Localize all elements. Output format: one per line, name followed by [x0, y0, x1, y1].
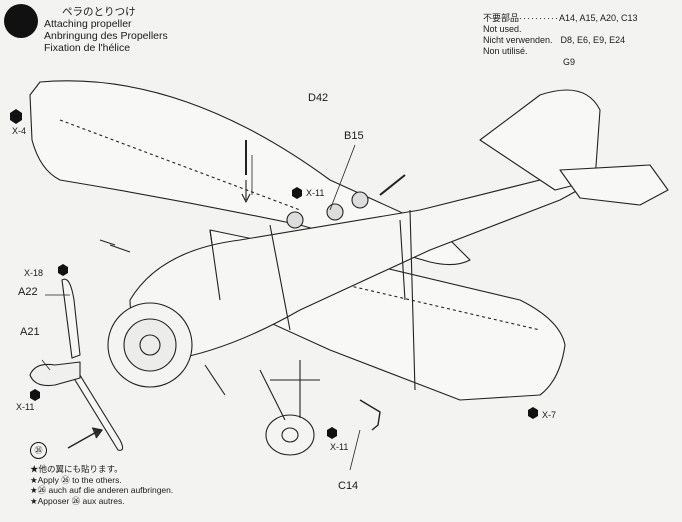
x4-marker	[10, 109, 22, 124]
x11-top-marker	[292, 187, 302, 199]
not-used-parts-2: D8, E6, E9, E24	[560, 35, 626, 45]
step-title-jp: ペラのとりつけ	[62, 6, 136, 18]
callout-x11-top: X-11	[306, 188, 325, 198]
callout-x4: X-4	[12, 126, 27, 136]
step-title-de: Anbringung des Propellers	[44, 30, 168, 42]
tail-fin	[479, 89, 601, 191]
callout-d42: D42	[308, 92, 329, 104]
note-en: ★Apply ㉖ to the others.	[30, 474, 122, 485]
upper-wing	[29, 80, 471, 266]
x11-bottom-marker	[327, 427, 337, 439]
not-used-parts: 不要部品··········A14, A15, A20, C13 Not use…	[483, 13, 638, 67]
step-title-en: Attaching propeller	[44, 18, 132, 30]
decal-notes: ★他の翼にも貼ります。 ★Apply ㉖ to the others. ★㉖ a…	[30, 464, 173, 506]
decal-arrow	[67, 427, 103, 449]
callout-x11-left: X-11	[16, 402, 35, 412]
step-title-block: ペラのとりつけ Attaching propeller Anbringung d…	[44, 6, 168, 54]
decal-number-badge: ㉖	[30, 442, 47, 459]
step-title-fr: Fixation de l'hélice	[44, 42, 131, 54]
not-used-parts-1: A14, A15, A20, C13	[559, 13, 638, 23]
callout-x18: X-18	[24, 268, 44, 278]
tail-plane	[559, 164, 669, 206]
not-used-jp: 不要部品	[483, 13, 520, 23]
x11-left-marker	[30, 389, 40, 401]
not-used-en: Not used.	[483, 24, 522, 34]
propeller-hub	[29, 361, 81, 387]
callout-a21: A21	[20, 326, 40, 338]
x18-marker	[58, 264, 68, 276]
propeller-blade-lower	[74, 371, 124, 451]
callout-x11-bottom: X-11	[330, 442, 349, 452]
not-used-parts-3: G9	[563, 57, 576, 67]
callout-c14: C14	[338, 480, 359, 492]
not-used-fr: Non utilisé.	[483, 46, 528, 56]
callout-a22: A22	[18, 286, 38, 298]
wheel	[265, 414, 315, 456]
propeller-blade-upper	[61, 278, 81, 359]
c14-part	[359, 399, 381, 431]
callout-b15: B15	[344, 130, 364, 142]
callout-x7: X-7	[542, 410, 557, 420]
step-number-badge	[4, 4, 38, 38]
not-used-de: Nicht verwenden.	[483, 35, 553, 45]
note-de: ★㉖ auch auf die anderen aufbringen.	[30, 485, 174, 495]
note-jp: ★他の翼にも貼ります。	[30, 464, 123, 474]
x7-marker	[528, 407, 538, 419]
note-fr: ★Apposer ㉖ aux autres.	[30, 495, 125, 506]
